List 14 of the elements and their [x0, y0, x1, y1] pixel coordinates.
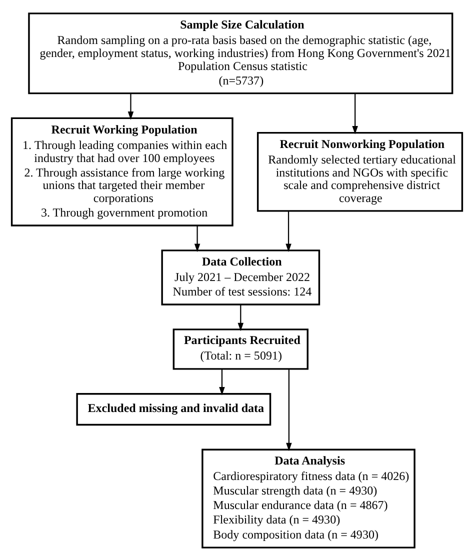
node-box: Data Analysis Cardiorespiratory fitness data (n = 4026) Muscular strength data (n = 4930) Muscular endurance data (n = 4867) Flexibility data (n = 4930) Body composition data (n = 4930) [202, 448, 416, 548]
arrow [286, 368, 292, 451]
arrow [219, 368, 225, 395]
arrow [286, 210, 292, 252]
node-box: Data Collection July 2021 – December 2022 Number of test sessions: 124 [161, 249, 320, 305]
arrow [238, 304, 244, 331]
arrow [352, 92, 358, 134]
arrow [128, 92, 134, 120]
node-box: Participants Recruited (Total: n = 5091) [172, 328, 308, 370]
node-box: Excluded missing and invalid data [76, 392, 272, 426]
node-box: Recruit Working Population 1. Through leading companies within each industry that had over 100 employees 2. Through assistance from large working unions that targeted their member corporations 3. Through government promotion [10, 116, 234, 226]
arrow [194, 225, 200, 252]
node-box: Sample Size Calculation Random sampling on a pro-rata basis based on the demographic statistic (age, gender, employment status, working industries) from Hong Kong Government's 2021 Population Census statistic (n=5737) [28, 12, 454, 94]
node-box: Recruit Nonworking Population Randomly selected tertiary educational institutions and NGOs with specific scale and comprehensive district coverage [256, 131, 464, 212]
